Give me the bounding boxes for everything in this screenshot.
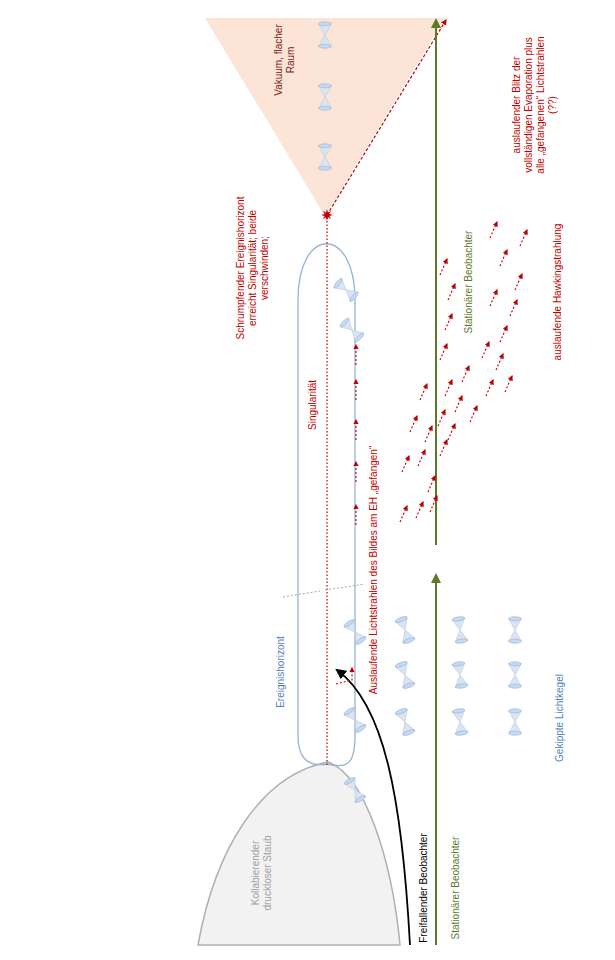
observer-worldline: [435, 575, 437, 945]
free-fall-worldline: [337, 670, 410, 945]
hawking-ray: [438, 410, 445, 426]
light-cone: [394, 660, 415, 689]
hawking-ray: [400, 506, 407, 522]
hawking-ray: [455, 396, 462, 412]
evaporation-flash-ray: [327, 20, 446, 215]
region-label: Vakuum, flacher Raum: [273, 24, 297, 96]
hawking-ray: [445, 314, 452, 330]
observer-worldline: [435, 20, 437, 545]
light-cone: [509, 662, 522, 688]
hawking-ray: [445, 380, 452, 396]
hawking-ray: [500, 250, 507, 266]
hawking-ray: [430, 496, 437, 512]
break-mark: [325, 584, 365, 590]
hawking-ray: [440, 440, 447, 456]
flash-note: auslaufender Blitz der vollständigen Eva…: [511, 28, 559, 182]
evaporation-star: [321, 209, 333, 221]
singularity-line: [326, 218, 327, 765]
trapped-ray: [355, 420, 356, 440]
trapped-ray: [355, 345, 356, 365]
break-mark: [283, 591, 320, 597]
hawking-ray: [462, 366, 469, 382]
hawking-ray: [425, 426, 432, 442]
observer-label: Stationärer Beobachter: [463, 215, 475, 349]
hawking-ray: [470, 406, 477, 422]
light-cone: [339, 317, 365, 343]
light-cone: [394, 707, 415, 736]
hawking-ray: [448, 284, 455, 300]
radiation-label: auslaufende Hawkingstrahlung: [552, 210, 564, 374]
light-cone: [509, 709, 522, 735]
trapped-rays-label: Auslaufende Lichtstrahlen des Bildes am …: [368, 438, 380, 702]
trapped-ray: [355, 462, 356, 482]
hawking-ray: [510, 300, 517, 316]
light-cone: [452, 708, 468, 736]
hawking-ray: [482, 342, 489, 358]
hawking-ray: [418, 450, 425, 466]
hawking-ray: [505, 376, 512, 392]
trapped-ray: [336, 668, 352, 684]
light-cone: [343, 618, 367, 645]
light-cone-label: Gekippte Lichtkegel: [554, 661, 566, 775]
light-cone: [319, 84, 332, 110]
hawking-ray: [402, 456, 409, 472]
light-cone: [452, 616, 468, 644]
hawking-ray: [496, 354, 503, 370]
hawking-ray: [490, 290, 497, 306]
trapped-ray: [355, 380, 356, 400]
hawking-ray: [448, 424, 455, 440]
singularity-label: Singularität: [307, 363, 319, 447]
horizon-label: Ereignishorizont: [275, 620, 287, 724]
hawking-ray: [416, 502, 423, 518]
hawking-ray: [420, 384, 427, 400]
light-cone: [394, 615, 415, 644]
hawking-ray: [520, 230, 527, 246]
trapped-ray: [355, 505, 356, 525]
light-cone: [509, 617, 522, 643]
event-horizon: [298, 244, 355, 766]
light-cone: [319, 22, 332, 48]
light-cone: [344, 776, 367, 803]
dust-label: Kollabierender druckloser Staub: [250, 833, 274, 913]
hawking-ray: [428, 476, 435, 492]
light-cone: [452, 661, 468, 689]
hawking-ray: [490, 222, 497, 238]
light-cone: [319, 144, 332, 170]
free-fall-label: Freifallender Beobachter: [418, 821, 430, 955]
observer-label: Stationärer Beobachter: [450, 821, 462, 955]
hawking-ray: [515, 274, 522, 290]
hawking-ray: [486, 380, 493, 396]
event-note: Schrumpfender Ereignishorizont erreicht …: [235, 186, 271, 350]
light-cone: [343, 706, 367, 733]
hawking-ray: [410, 416, 417, 432]
dust-cloud: [198, 762, 400, 945]
light-cone: [333, 277, 360, 302]
hawking-ray: [440, 344, 447, 360]
hawking-ray: [440, 259, 447, 275]
hawking-ray: [500, 326, 507, 342]
